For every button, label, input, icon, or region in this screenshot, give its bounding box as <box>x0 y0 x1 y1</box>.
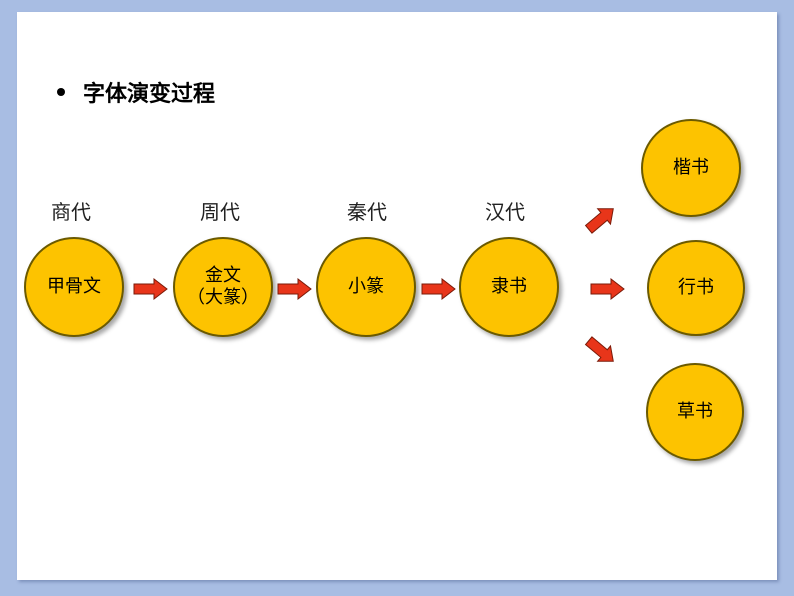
era-label-shang: 商代 <box>51 200 91 224</box>
node-xingshu-label: 行书 <box>678 277 714 298</box>
era-label-zhou: 周代 <box>200 200 240 224</box>
node-jinwen: 金文 （大篆） <box>173 237 273 337</box>
node-jiaguwen: 甲骨文 <box>24 237 124 337</box>
node-lishu-label: 隶书 <box>491 276 527 297</box>
node-jinwen-label: 金文 <box>205 265 241 286</box>
arrow-right-icon <box>277 278 312 300</box>
node-lishu: 隶书 <box>459 237 559 337</box>
arrow-right-icon <box>133 278 168 300</box>
arrow-up-right-icon <box>584 208 614 234</box>
node-kaishu-label: 楷书 <box>673 157 709 178</box>
diagram-title: 字体演变过程 <box>83 82 216 107</box>
arrow-down-right-icon <box>584 336 614 362</box>
node-xiaozhuan: 小篆 <box>316 237 416 337</box>
node-caoshu-label: 草书 <box>677 401 713 422</box>
title-bullet: 字体演变过程 <box>57 77 215 107</box>
arrow-right-icon <box>590 278 625 300</box>
arrow-right-icon <box>421 278 456 300</box>
node-xingshu: 行书 <box>647 240 745 336</box>
node-jinwen-sublabel: （大篆） <box>187 287 259 308</box>
slide: 字体演变过程 商代 周代 秦代 汉代 甲骨文 金文 （大篆） 小篆 隶书 楷书 … <box>17 12 777 580</box>
era-label-han: 汉代 <box>485 200 525 224</box>
bullet-icon <box>57 88 65 96</box>
era-label-qin: 秦代 <box>347 200 387 224</box>
node-jiaguwen-label: 甲骨文 <box>47 276 101 297</box>
node-caoshu: 草书 <box>646 363 744 461</box>
node-kaishu: 楷书 <box>641 119 741 217</box>
node-xiaozhuan-label: 小篆 <box>348 276 384 297</box>
